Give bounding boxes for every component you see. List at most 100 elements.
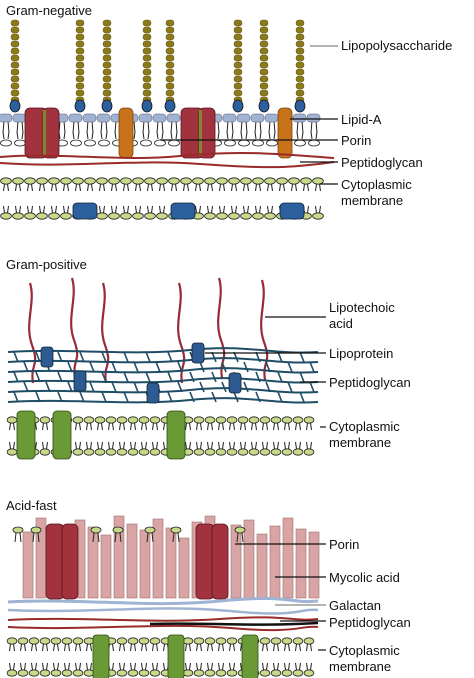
lipid-tail — [142, 120, 150, 134]
lps-chain-segment — [295, 82, 305, 90]
peptidoglycan-crosslink — [255, 351, 261, 363]
lipid-a-label: Lipid-A — [341, 112, 382, 127]
peptidoglycan-crosslink — [177, 361, 183, 373]
peptidoglycan-label: Peptidoglycan — [329, 375, 411, 390]
mycolic-acid — [230, 524, 242, 599]
lps-chain-segment — [165, 82, 175, 90]
lipid-tail — [219, 183, 225, 192]
lipid-head — [270, 448, 282, 456]
lps-chain-segment — [295, 26, 305, 34]
lipid-tail — [295, 441, 301, 450]
lps-chain-segment — [142, 47, 152, 55]
mycolic-acid — [139, 529, 151, 599]
lipid-head — [292, 448, 304, 456]
lipid-tail — [53, 643, 59, 652]
lps-chain-segment — [259, 82, 269, 90]
lipid-tail — [284, 662, 290, 671]
peptidoglycan-crosslink — [309, 361, 315, 373]
lipid-tail — [130, 441, 136, 450]
lps-chain-segment — [259, 40, 269, 48]
lps-chain-segment — [75, 26, 85, 34]
lipid-tail — [159, 205, 165, 214]
lipid-head — [116, 416, 128, 424]
lipid-tail — [111, 183, 117, 192]
lipid-a-core — [258, 99, 270, 113]
membrane-label: membrane — [329, 659, 392, 674]
lipid-head — [28, 669, 40, 677]
lps-chain-segment — [295, 75, 305, 83]
lps-chain-segment — [10, 47, 20, 55]
peptidoglycan-crosslink — [277, 351, 283, 363]
lipid-head — [312, 177, 324, 185]
lipid-tail — [97, 441, 103, 450]
lipid-head — [108, 212, 120, 220]
peptidoglycan-mesh-strand — [7, 367, 319, 374]
lipid-tail — [9, 662, 15, 671]
lipid-head — [182, 637, 194, 645]
peptidoglycan-mesh-strand — [7, 347, 319, 354]
lipid-tail — [229, 441, 235, 450]
lipid-tail — [159, 183, 165, 192]
lps-chain-segment — [10, 75, 20, 83]
lipid-head — [204, 177, 216, 185]
lps-chain-segment — [295, 68, 305, 76]
lps-chain-segment — [259, 89, 269, 97]
lipid-tail — [262, 643, 268, 652]
lipid-head — [303, 448, 315, 456]
lipid-tail — [152, 441, 158, 450]
peptidoglycan-crosslink — [35, 351, 41, 363]
lipid-head — [215, 669, 227, 677]
lipid-head — [138, 416, 150, 424]
porin-protein — [45, 523, 65, 600]
membrane-protein — [167, 634, 185, 678]
lipid-tail — [207, 643, 213, 652]
lipid-tail — [195, 205, 201, 214]
lps-chain-segment — [233, 82, 243, 90]
lipid-tail — [39, 183, 45, 192]
lipid-head — [116, 637, 128, 645]
gram-positive-title: Gram-positive — [6, 257, 87, 272]
lipid-tail — [108, 422, 114, 431]
lipid-tail — [218, 662, 224, 671]
peptidoglycan-crosslink — [155, 361, 161, 373]
lps-chain-segment — [10, 68, 20, 76]
lipid-head — [105, 448, 117, 456]
peptidoglycan-crosslink — [89, 361, 95, 373]
lps-chain-segment — [142, 61, 152, 69]
lipid-tail — [255, 205, 261, 214]
peptidoglycan-crosslink — [211, 351, 217, 363]
lipid-tail — [207, 662, 213, 671]
mycolic-acid — [113, 515, 125, 599]
lipid-head — [61, 637, 73, 645]
peptidoglycan-crosslink — [299, 351, 305, 363]
membrane-protein — [16, 410, 36, 460]
lps-chain-segment — [102, 54, 112, 62]
lipid-tail — [20, 643, 26, 652]
lipid-tail — [42, 441, 48, 450]
lipid-tail — [284, 643, 290, 652]
lps-chain-segment — [233, 19, 243, 27]
lipoprotein — [228, 372, 242, 394]
lipid-tail — [243, 183, 249, 192]
lipid-tail — [170, 120, 178, 134]
porin-label: Porin — [341, 133, 372, 148]
mycolic-acid — [126, 523, 138, 599]
lps-chain-segment — [233, 47, 243, 55]
lipid-tail — [229, 662, 235, 671]
lipid-head — [266, 139, 278, 147]
lipid-tail — [273, 441, 279, 450]
lipid-tail — [251, 422, 257, 431]
lipid-tail — [119, 441, 125, 450]
lipid-head — [39, 448, 51, 456]
lipid-tail — [185, 441, 191, 450]
lipid-tail — [306, 422, 312, 431]
lps-chain-segment — [102, 61, 112, 69]
lps-chain-segment — [295, 61, 305, 69]
lipid-a-core — [141, 99, 153, 113]
lps-chain-segment — [10, 26, 20, 34]
lipid-tail — [15, 205, 21, 214]
lipid-tail — [306, 662, 312, 671]
lipid-tail — [141, 441, 147, 450]
lipid-head — [193, 416, 205, 424]
peptidoglycan-mesh-strand — [7, 397, 319, 404]
